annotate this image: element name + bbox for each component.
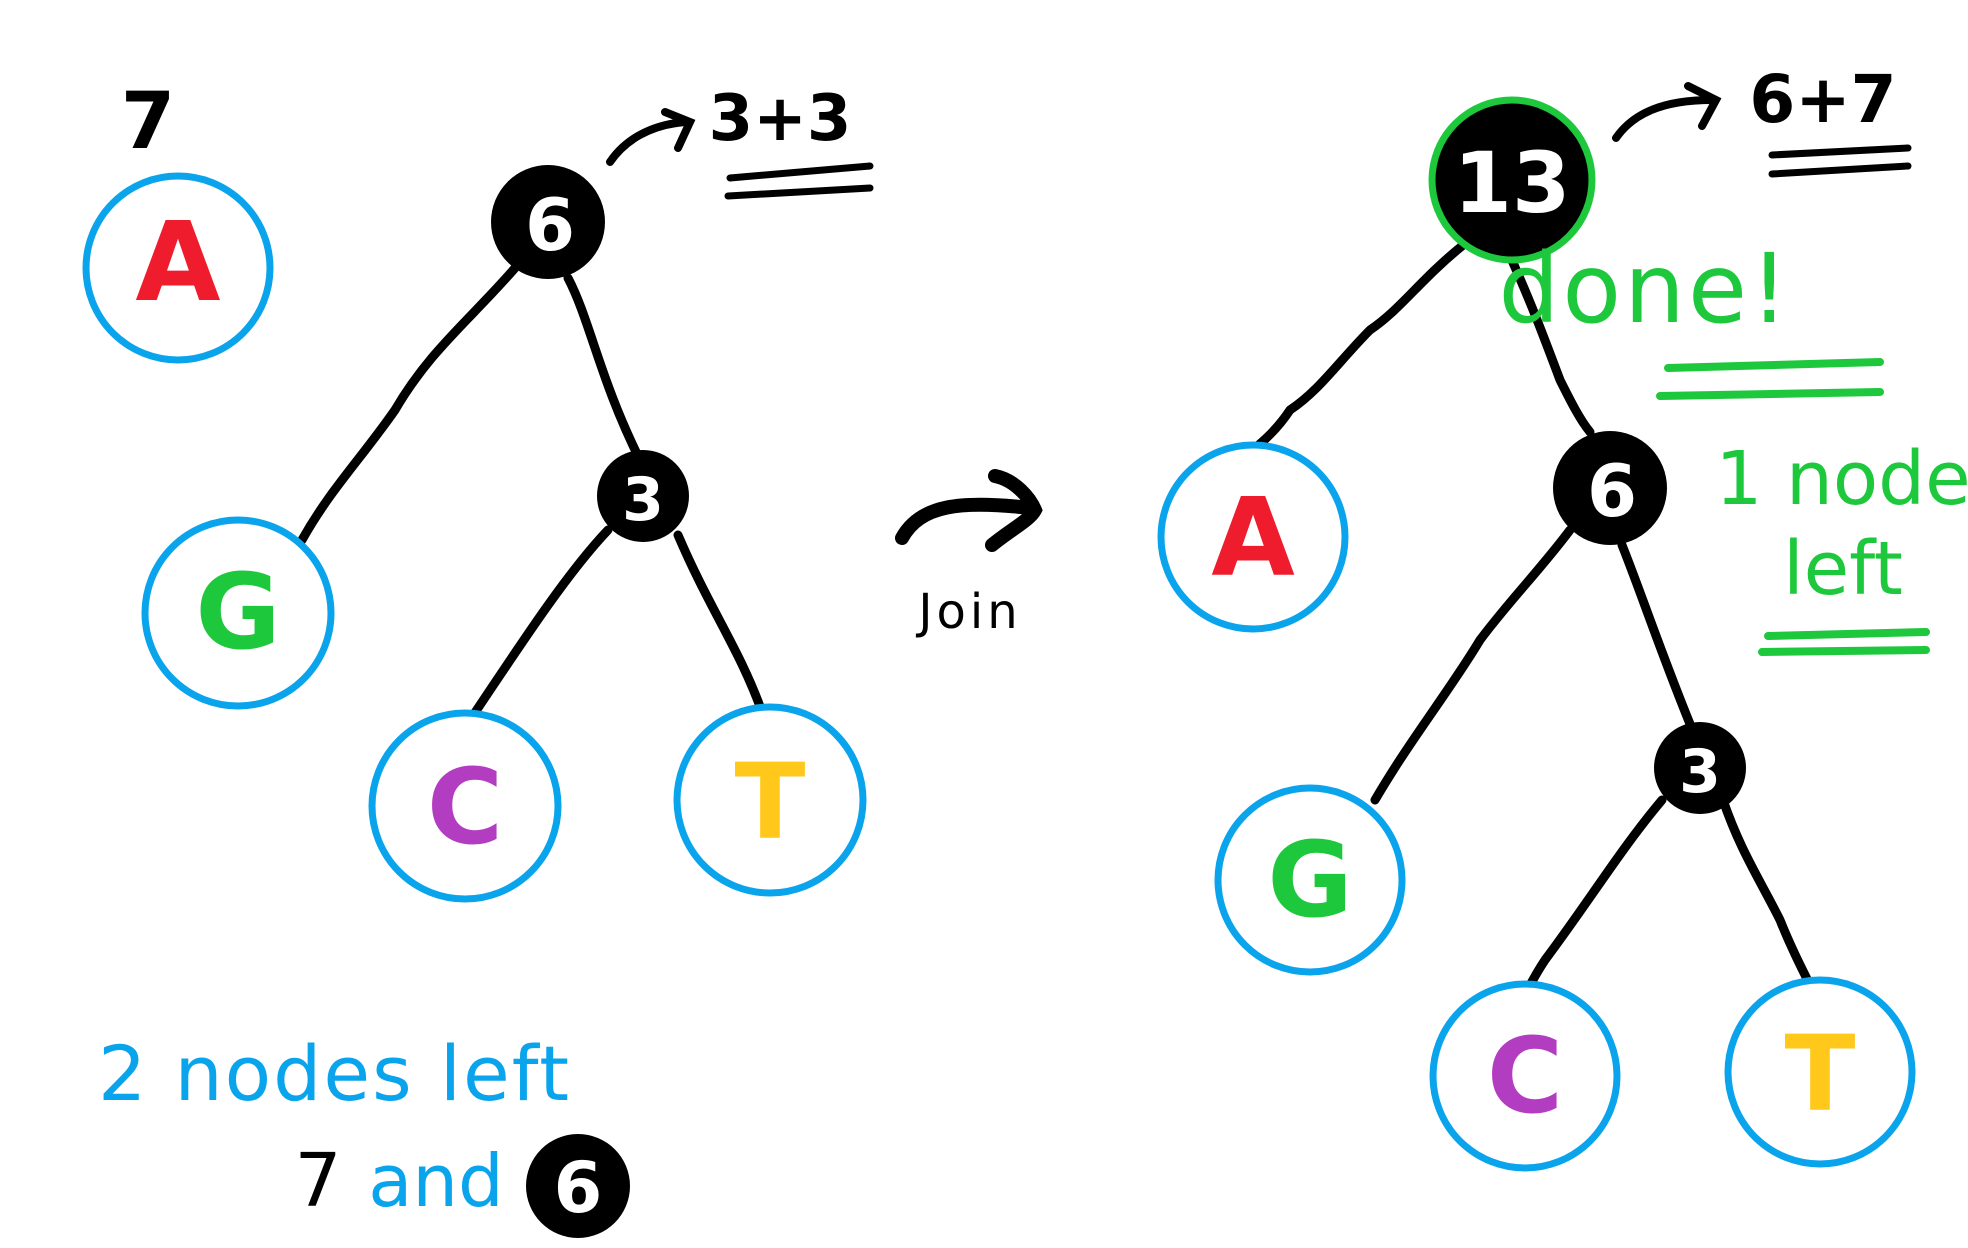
- edge-3-to-T: [1718, 795, 1815, 990]
- left-leaf-C-letter: C: [427, 746, 503, 868]
- join-step: Join: [895, 469, 1043, 640]
- right-inner-node-6: [1553, 431, 1667, 545]
- right-leaf-G-letter: G: [1267, 819, 1352, 941]
- remaining-note-line1: 1 node: [1715, 436, 1968, 522]
- bottom-note-and: and: [368, 1139, 503, 1223]
- right-leaf-G-ring: [1214, 784, 1406, 976]
- right-tree: 13 6+7 6 3 A G C T: [1157, 61, 1916, 1172]
- right-root-sum: 6+7: [1749, 61, 1896, 138]
- side-notes: done! 1 node left: [1498, 233, 1968, 656]
- edge-6-to-G: [1370, 525, 1575, 805]
- left-leaf-T-letter: T: [735, 741, 806, 863]
- done-underline: [1656, 358, 1884, 400]
- left-inner-weight: 3: [622, 465, 664, 535]
- bottom-note-node-6-label: 6: [554, 1147, 603, 1229]
- bottom-note-line1: 2 nodes left: [98, 1029, 571, 1118]
- right-root-weight: 13: [1454, 134, 1571, 232]
- right-inner3-weight: 3: [1679, 737, 1721, 807]
- left-tree-edges: [297, 263, 767, 725]
- left-root-weight: 6: [525, 183, 575, 267]
- edge-6-to-G: [297, 263, 520, 545]
- left-leaf-G-letter: G: [195, 551, 280, 673]
- left-leaf-A-letter: A: [135, 198, 220, 326]
- right-inner-node-3: [1654, 722, 1746, 814]
- remaining-note-line2: left: [1783, 526, 1903, 612]
- edge-13-to-6: [1505, 251, 1595, 437]
- edge-6-to-3: [563, 273, 645, 465]
- right-root-node-13: [1428, 96, 1596, 264]
- left-sum-underline: [724, 162, 874, 200]
- edge-13-to-A: [1235, 241, 1467, 467]
- right-leaf-C-ring: [1429, 980, 1621, 1172]
- edge-6-to-3: [1617, 540, 1695, 729]
- right-inner6-weight: 6: [1587, 449, 1637, 533]
- left-weight-7: 7: [121, 77, 175, 167]
- right-leaf-A-letter: A: [1211, 476, 1295, 601]
- edge-3-to-C: [1520, 795, 1667, 1000]
- edge-3-to-T: [673, 530, 767, 717]
- left-inner-node-3: [597, 450, 689, 542]
- left-leaf-G-ring: [141, 516, 335, 710]
- right-leaf-A-ring: [1157, 441, 1349, 633]
- done-note: done!: [1498, 233, 1791, 345]
- left-leaf-A-ring: [82, 172, 274, 364]
- right-sum-underline: [1768, 144, 1912, 178]
- left-leaf-C-ring: [368, 709, 562, 903]
- bottom-note-node-6: [526, 1134, 630, 1238]
- left-root-node-6: [491, 165, 605, 279]
- bottom-note-7: 7: [294, 1138, 341, 1224]
- right-leaf-T-ring: [1724, 976, 1916, 1168]
- left-sum-arrow-icon: [606, 108, 696, 166]
- left-tree: 7 A 6 3+3 3 G C T: [82, 77, 874, 903]
- bottom-note: 2 nodes left 7 and 6: [98, 1029, 630, 1238]
- edge-3-to-C: [465, 525, 613, 725]
- right-leaf-T-letter: T: [1785, 1013, 1856, 1135]
- left-root-sum: 3+3: [709, 82, 852, 156]
- remaining-underline: [1758, 628, 1930, 656]
- right-sum-arrow-icon: [1612, 82, 1722, 142]
- join-arrow-icon: [895, 469, 1043, 552]
- left-leaf-T-ring: [673, 703, 867, 897]
- right-leaf-C-letter: C: [1487, 1015, 1563, 1137]
- join-label: Join: [915, 584, 1021, 640]
